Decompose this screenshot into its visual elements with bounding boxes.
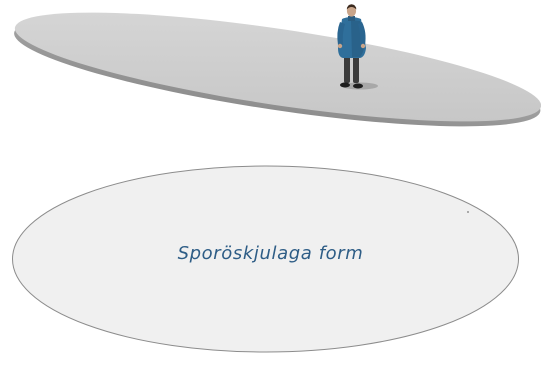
ellipse-point-marker (467, 211, 469, 213)
flat-ellipse-shape (12, 165, 519, 353)
person-figure (337, 4, 366, 89)
shape-label: Sporöskjulaga form (177, 243, 364, 264)
platform-top (14, 12, 541, 122)
platform-3d (14, 12, 541, 127)
flat-ellipse (12, 165, 519, 353)
